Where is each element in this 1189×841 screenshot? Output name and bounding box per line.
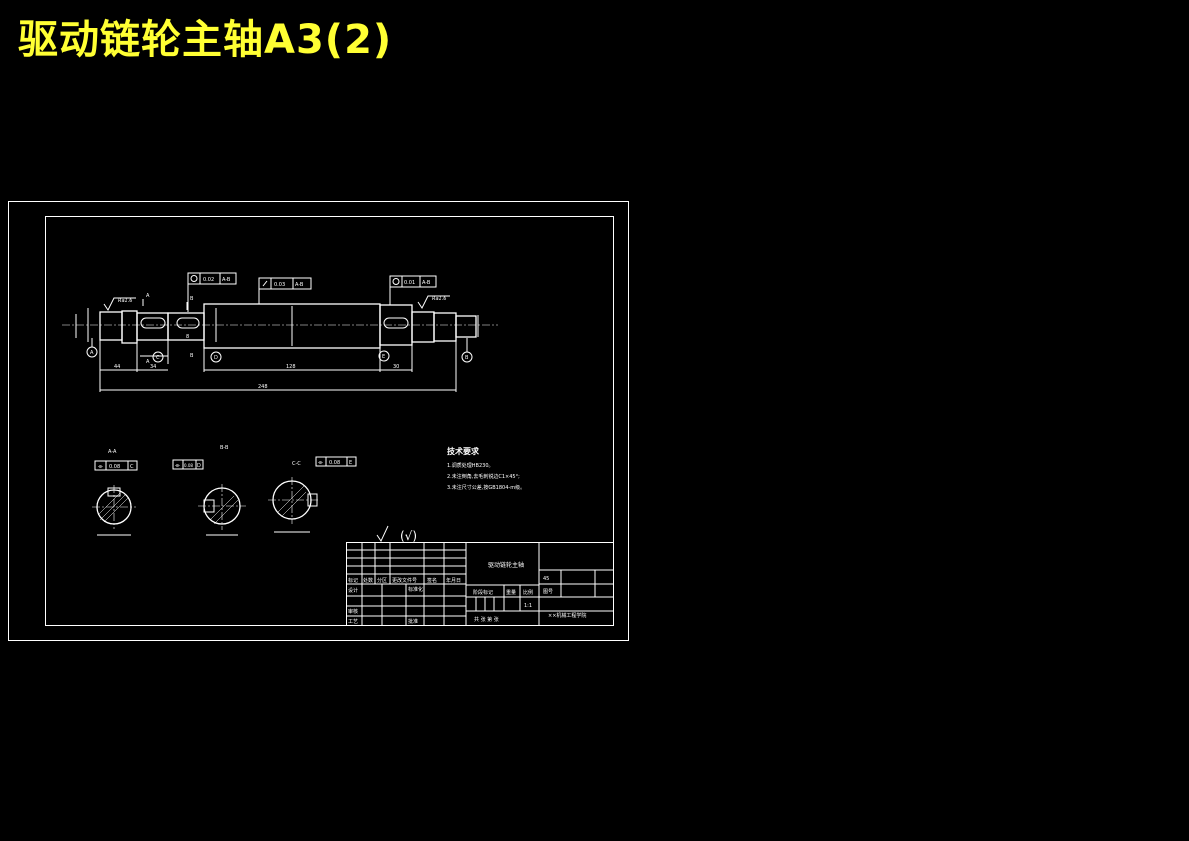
tb-process: 工艺	[348, 619, 358, 625]
section-mark-b-top: B	[190, 296, 194, 302]
gdt-right-datum: A-B	[422, 280, 431, 286]
tb-review: 审核	[348, 608, 358, 615]
dim-34: 34	[150, 364, 156, 370]
tb-drawing-no: 图号	[543, 589, 553, 595]
roughness-symbol-left	[103, 297, 136, 311]
keyway-2	[176, 317, 200, 329]
keyway-3	[383, 317, 409, 329]
title-block: 标记 处数 分区 更改文件号 签名 年月日 设计 标准化 审核 工艺 批准 驱动…	[346, 542, 614, 626]
gdt-aa-value: 0.08	[109, 464, 120, 470]
section-mark-b-bottom: B	[190, 353, 194, 359]
gdt-middle-datum: A-B	[295, 282, 304, 288]
section-bb-label: B-B	[220, 445, 229, 451]
gdt-aa-datum: C	[130, 464, 134, 470]
tb-scale: 1:1	[524, 603, 532, 609]
tech-item-1: 1.调质处理HB230。	[447, 462, 494, 469]
gdt-bb-datum: D	[197, 463, 201, 469]
shaft-step-8	[433, 312, 457, 342]
dim-248: 248	[258, 384, 268, 390]
tb-marking-label: 阶段标记	[473, 589, 493, 596]
gdt-frame-right: 0.01 A-B	[389, 275, 437, 305]
datum-e: E	[382, 354, 385, 360]
rev-header-doc: 更改文件号	[392, 577, 417, 584]
dim-128: 128	[286, 364, 296, 370]
section-mark-a-bottom: A	[146, 359, 150, 365]
gdt-bb-symbol: ⌯	[175, 462, 180, 469]
tech-requirements: 技术要求 1.调质处理HB230。 2.未注倒角,去毛刺锐边C1×45°; 3.…	[447, 446, 525, 491]
section-view-bb: B-B ⌯ 0.08 D	[172, 445, 246, 536]
roughness-right: Ra1.6	[432, 296, 447, 302]
tb-sheets: 共 张 第 张	[474, 616, 499, 623]
roughness-left: Ra1.6	[118, 298, 133, 304]
shaft-step-1	[99, 311, 123, 341]
rev-header-mark: 标记	[348, 577, 358, 584]
roughness-general-symbol	[376, 525, 389, 543]
section-view-aa: A-A ⌯ 0.08 C	[92, 449, 138, 536]
gdt-frame-middle: 0.03 A-B	[258, 277, 312, 304]
keyway-1	[140, 317, 166, 329]
drawing-title: 驱动链轮主轴A3(2)	[18, 17, 393, 63]
tb-design: 设计	[348, 587, 358, 594]
datum-e-circle	[378, 350, 390, 362]
dim-44: 44	[114, 364, 120, 370]
tb-material: 45	[543, 576, 549, 582]
tb-weight: 重量	[506, 589, 516, 596]
roughness-symbol-right	[417, 295, 450, 309]
gdt-bb-value: 0.08	[184, 463, 193, 468]
section-mark-a-top: A	[146, 293, 150, 299]
rev-header-date: 年月日	[446, 577, 461, 584]
tb-standardize: 标准化	[408, 586, 423, 593]
rev-header-sign: 签名	[427, 577, 437, 584]
datum-d: D	[214, 355, 218, 361]
shaft-step-7	[411, 311, 435, 343]
gdt-frame-left: 0.02 A-B	[187, 272, 237, 312]
gdt-cc-datum: E	[349, 460, 352, 466]
rev-header-count: 处数	[363, 577, 373, 584]
datum-b: B	[465, 355, 469, 361]
dim-8: 8	[186, 334, 189, 340]
shaft-main-view: 44 34 8 128 30 248 A A B B A C D E B Ra1…	[62, 272, 498, 392]
gdt-cc-value: 0.08	[329, 460, 340, 466]
tb-part-name: 驱动链轮主轴	[488, 561, 524, 569]
datum-d-circle	[210, 351, 222, 363]
roughness-note: (√)	[400, 529, 417, 543]
datum-c: C	[156, 355, 160, 361]
sheet-border	[8, 201, 629, 641]
gdt-left-value: 0.02	[203, 277, 214, 283]
gdt-left-datum: A-B	[222, 277, 231, 283]
drawing-frame	[45, 216, 614, 626]
gdt-right-value: 0.01	[404, 280, 415, 286]
tb-approve: 批准	[408, 618, 418, 625]
datum-a: A	[90, 350, 94, 356]
tb-scale-label: 比例	[523, 589, 533, 596]
rev-header-zone: 分区	[377, 577, 387, 584]
gdt-cc-symbol: ⌯	[318, 459, 323, 466]
section-aa-label: A-A	[108, 449, 117, 455]
dim-30: 30	[393, 364, 399, 370]
section-view-cc: C-C ⌯ 0.08 E	[268, 456, 357, 533]
shaft-end-right	[455, 315, 477, 338]
datum-c-circle	[152, 351, 164, 363]
tb-company: ××机械工程学院	[548, 612, 586, 619]
shaft-step-2	[121, 310, 138, 344]
tech-item-2: 2.未注倒角,去毛刺锐边C1×45°;	[447, 473, 520, 480]
section-cc-label: C-C	[292, 461, 301, 467]
gdt-aa-symbol: ⌯	[98, 463, 103, 470]
tech-heading: 技术要求	[447, 446, 480, 456]
gdt-middle-value: 0.03	[274, 282, 285, 288]
tech-item-3: 3.未注尺寸公差,按GB1804-m级。	[447, 484, 525, 491]
